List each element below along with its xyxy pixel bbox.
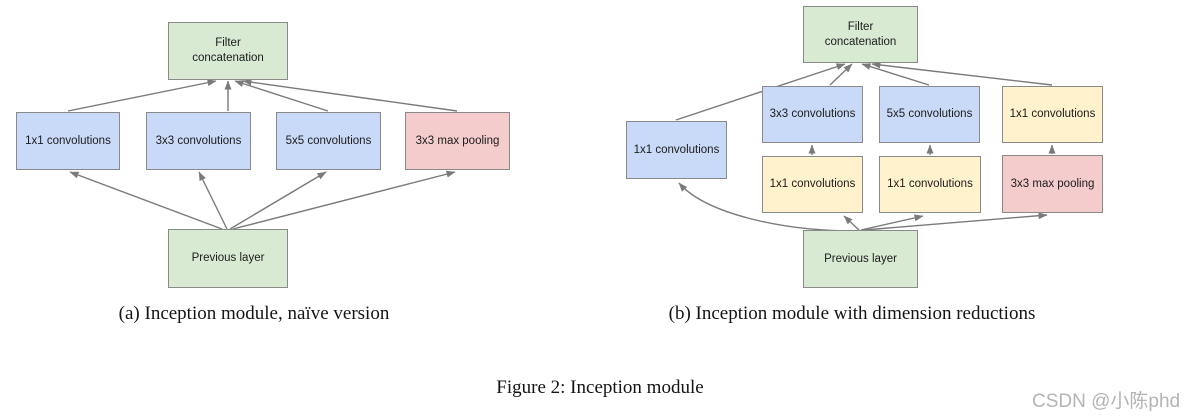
arrow-a-maxpool-to-concat bbox=[242, 78, 458, 112]
node-a-3x3-max-pooling: 3x3 max pooling bbox=[405, 112, 510, 170]
node-b-3x3-convolutions: 3x3 convolutions bbox=[762, 86, 863, 143]
node-label: 3x3 max pooling bbox=[1010, 177, 1095, 190]
subcaption-b: (b) Inception module with dimension redu… bbox=[668, 303, 1036, 324]
node-b-1x1-convolutions-left: 1x1 convolutions bbox=[626, 121, 727, 179]
arrow-a-prev-to-3x3 bbox=[198, 171, 228, 230]
node-label: 1x1 convolutions bbox=[1009, 108, 1096, 121]
node-a-filter-concatenation: Filter concatenation bbox=[168, 22, 288, 80]
node-label: 3x3 convolutions bbox=[769, 108, 856, 121]
node-b-3x3-max-pooling: 3x3 max pooling bbox=[1002, 155, 1103, 213]
arrow-a-5x5-to-concat bbox=[234, 80, 329, 112]
arrow-b-5x5-to-concat bbox=[861, 63, 930, 86]
node-a-5x5-convolutions: 5x5 convolutions bbox=[276, 112, 381, 170]
arrow-a-prev-to-5x5 bbox=[229, 171, 327, 230]
node-label: 1x1 convolutions bbox=[887, 178, 973, 191]
csdn-watermark: CSDN @小陈phd bbox=[1032, 391, 1181, 412]
node-label: 5x5 convolutions bbox=[285, 134, 372, 147]
arrow-b-1x1right-to-concat bbox=[871, 61, 1053, 86]
node-b-1x1-convolutions-after-pool: 1x1 convolutions bbox=[1002, 86, 1103, 143]
node-label: 1x1 convolutions bbox=[769, 178, 856, 191]
arrow-a-1x1-to-concat bbox=[67, 79, 217, 112]
node-label: 3x3 convolutions bbox=[155, 134, 242, 147]
node-a-1x1-convolutions: 1x1 convolutions bbox=[16, 112, 120, 170]
arrow-b-prev-to-reduce2 bbox=[860, 214, 924, 231]
node-label: Previous layer bbox=[824, 252, 897, 265]
node-label: 3x3 max pooling bbox=[415, 134, 500, 147]
arrow-a-prev-to-1x1 bbox=[69, 171, 223, 230]
node-b-5x5-convolutions: 5x5 convolutions bbox=[879, 86, 980, 143]
node-b-previous-layer: Previous layer bbox=[803, 230, 918, 288]
arrow-b-prev-to-reduce1 bbox=[843, 215, 860, 231]
node-b-1x1-reduce-before-5x5: 1x1 convolutions bbox=[879, 156, 981, 213]
figure-caption: Figure 2: Inception module bbox=[496, 377, 704, 398]
arrow-b-prev-to-maxpool bbox=[863, 212, 1048, 231]
node-a-3x3-convolutions: 3x3 convolutions bbox=[146, 112, 251, 170]
node-label: 1x1 convolutions bbox=[25, 134, 111, 147]
node-label: Filter concatenation bbox=[824, 20, 897, 48]
arrow-b-3x3-to-concat bbox=[829, 63, 853, 86]
node-label: 1x1 convolutions bbox=[633, 143, 720, 156]
subcaption-a: (a) Inception module, naïve version bbox=[118, 303, 390, 324]
node-label: Filter concatenation bbox=[192, 37, 264, 64]
node-label: 5x5 convolutions bbox=[886, 108, 973, 121]
node-b-filter-concatenation: Filter concatenation bbox=[803, 6, 918, 63]
node-a-previous-layer: Previous layer bbox=[168, 229, 288, 288]
node-b-1x1-reduce-before-3x3: 1x1 convolutions bbox=[762, 156, 863, 213]
arrow-a-prev-to-maxpool bbox=[232, 170, 456, 230]
node-label: Previous layer bbox=[191, 252, 265, 265]
